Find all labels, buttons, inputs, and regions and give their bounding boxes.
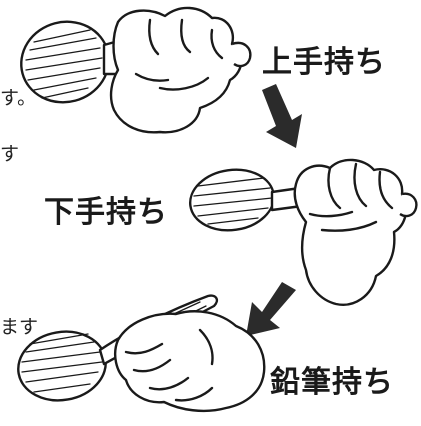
pencil-hand (114, 310, 266, 413)
overhand-grip-figure (20, 6, 252, 134)
underhand-hand (293, 158, 408, 306)
underhand-grip-figure (188, 158, 418, 306)
underhand-label: 下手持ち (44, 195, 168, 230)
pencil-grip-figure (17, 294, 266, 413)
text-fragment-3: ます (0, 316, 38, 338)
spoon-handle-end-2 (399, 192, 418, 218)
text-fragment-2: す (0, 143, 19, 165)
arrow-down-left (246, 282, 296, 336)
arrow-down-right (262, 84, 302, 148)
overhand-label: 上手持ち (262, 45, 386, 80)
spoon-bowl-2 (188, 168, 276, 232)
spoon-handle-end-1 (231, 41, 252, 68)
pencil-label: 鉛筆持ち (270, 365, 394, 400)
text-fragment-1: す。 (0, 87, 36, 109)
overhand-hand (109, 6, 243, 134)
spoon-bowl-1 (20, 20, 110, 104)
